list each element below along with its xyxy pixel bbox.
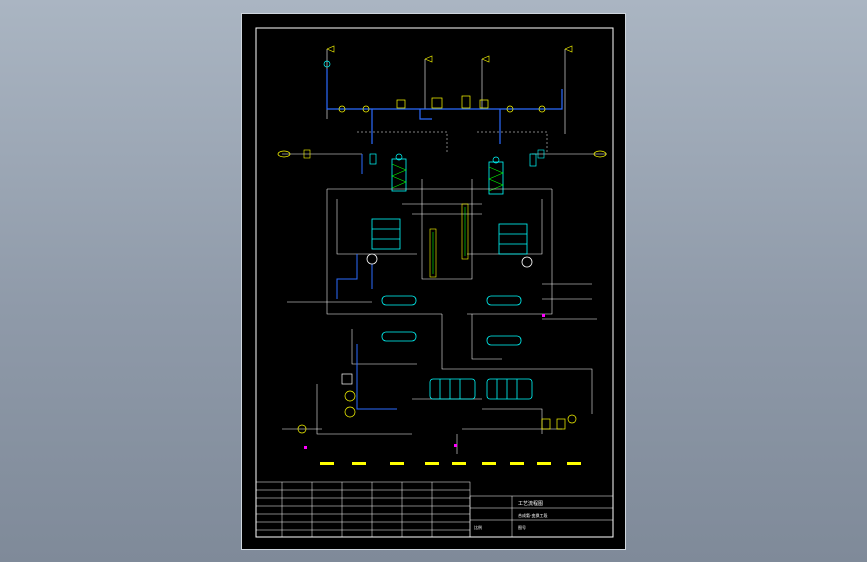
accent-points [304, 314, 545, 449]
vessel-right [498, 223, 533, 268]
drawing-sheet: 工艺流程图 合成氨-变换工段 比例 图号 [241, 13, 626, 550]
vent-lines [326, 45, 573, 134]
tower-left [369, 153, 407, 192]
dashed-boundary [357, 131, 548, 154]
water-lines-lower [336, 254, 397, 410]
top-instruments [323, 60, 546, 113]
title-block [255, 481, 614, 538]
drawing-subtitle: 合成氨-变换工段 [518, 512, 547, 518]
vessel-left [366, 218, 401, 265]
right-inlet [532, 149, 607, 159]
process-flow-diagram: 工艺流程图 合成氨-变换工段 比例 图号 [255, 27, 614, 538]
drawing-title: 工艺流程图 [518, 500, 543, 507]
pump-group-left [297, 373, 356, 434]
heat-exchangers [381, 295, 522, 346]
outlet-label-row [320, 462, 581, 465]
inner-frame [255, 27, 614, 538]
pump-group-right [541, 414, 577, 430]
scale-label: 比例 [474, 524, 482, 530]
process-lines [282, 179, 597, 454]
coolers [429, 378, 533, 400]
left-inlet [277, 149, 363, 174]
tower-right [488, 153, 537, 195]
sheet-label: 图号 [518, 524, 526, 530]
water-header-top [326, 69, 563, 144]
central-column [429, 203, 469, 278]
